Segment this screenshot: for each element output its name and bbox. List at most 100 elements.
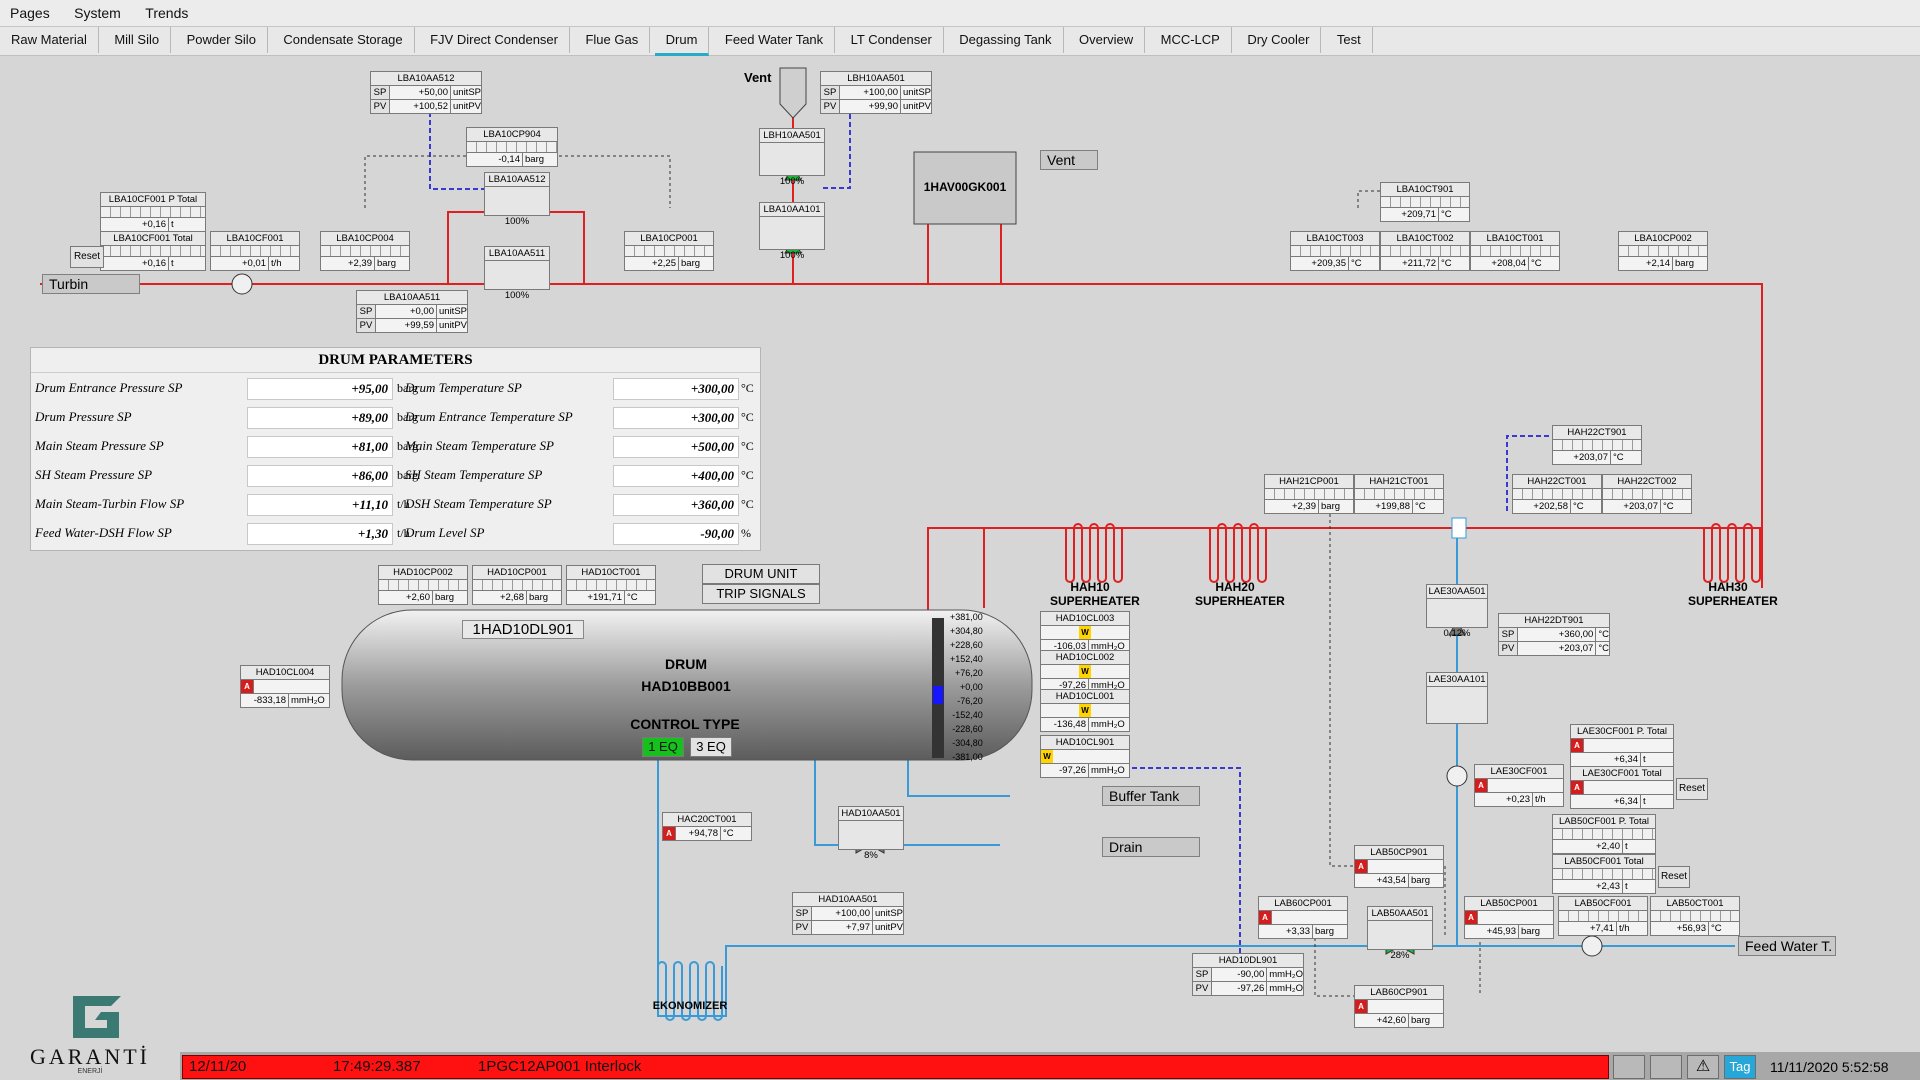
reset-button-lab50cf001[interactable]: Reset: [1658, 866, 1690, 888]
tab-flue-gas[interactable]: Flue Gas: [574, 27, 651, 53]
drum-unit-button[interactable]: DRUM UNIT: [702, 564, 820, 584]
tab-mcc-lcp[interactable]: MCC-LCP: [1150, 27, 1232, 53]
tag-lba10ct003[interactable]: LBA10CT003+209,35°C: [1290, 231, 1380, 271]
reset-button-lae30cf001[interactable]: Reset: [1676, 778, 1708, 800]
param-value[interactable]: +11,10: [247, 494, 393, 516]
tab-feed-water-tank[interactable]: Feed Water Tank: [714, 27, 836, 53]
feed-water-outlet[interactable]: Feed Water T.: [1738, 936, 1836, 956]
tag-hah22ct001[interactable]: HAH22CT001+202,58°C: [1512, 474, 1602, 514]
tab-mill-silo[interactable]: Mill Silo: [103, 27, 172, 53]
tab-degassing-tank[interactable]: Degassing Tank: [948, 27, 1064, 53]
param-value-2[interactable]: +500,00: [613, 436, 739, 458]
param-value-2[interactable]: +300,00: [613, 407, 739, 429]
tag-lba10ct901[interactable]: LBA10CT901+209,71°C: [1380, 182, 1470, 222]
menu-pages[interactable]: Pages: [10, 5, 50, 21]
param-unit: barg: [397, 410, 419, 424]
param-value[interactable]: +95,00: [247, 378, 393, 400]
tab-powder-silo[interactable]: Powder Silo: [176, 27, 268, 53]
tag-hah22ct901[interactable]: HAH22CT901+203,07°C: [1552, 425, 1642, 465]
tab-condensate-storage[interactable]: Condensate Storage: [272, 27, 415, 53]
alarm-banner[interactable]: 12/11/20 17:49:29.387 1PGC12AP001 Interl…: [182, 1055, 1609, 1079]
param-value[interactable]: +89,00: [247, 407, 393, 429]
menu-system[interactable]: System: [74, 5, 121, 21]
tag-had10ct001[interactable]: HAD10CT001+191,71°C: [566, 565, 656, 605]
drain-outlet[interactable]: Drain: [1102, 837, 1200, 857]
param-value-2[interactable]: -90,00: [613, 523, 739, 545]
tag-lab50ct001[interactable]: LAB50CT001+56,93°C: [1650, 896, 1740, 936]
tag-lba10ct001[interactable]: LBA10CT001+208,04°C: [1470, 231, 1560, 271]
param-value-2[interactable]: +300,00: [613, 378, 739, 400]
users-icon[interactable]: [1613, 1055, 1645, 1079]
control-3eq-button[interactable]: 3 EQ: [690, 737, 732, 757]
param-value[interactable]: +81,00: [247, 436, 393, 458]
menu-trends[interactable]: Trends: [145, 5, 189, 21]
tag-unit: t/h: [1619, 923, 1630, 934]
param-value[interactable]: +1,30: [247, 523, 393, 545]
tab-drum[interactable]: Drum: [654, 27, 710, 56]
tab-dry-cooler[interactable]: Dry Cooler: [1236, 27, 1322, 53]
tab-fjv-direct-condenser[interactable]: FJV Direct Condenser: [419, 27, 570, 53]
tag-hah22ct002[interactable]: HAH22CT002+203,07°C: [1602, 474, 1692, 514]
tag-hah21ct001[interactable]: HAH21CT001+199,88°C: [1354, 474, 1444, 514]
tab-raw-material[interactable]: Raw Material: [0, 27, 99, 53]
warning-icon[interactable]: ⚠: [1687, 1055, 1719, 1079]
tab-test[interactable]: Test: [1326, 27, 1373, 53]
reset-button-lba10cf001[interactable]: Reset: [70, 246, 104, 268]
control-1eq-button[interactable]: 1 EQ: [642, 737, 684, 757]
tab-overview[interactable]: Overview: [1068, 27, 1146, 53]
turbin-outlet[interactable]: Turbin: [42, 274, 140, 294]
tab-lt-condenser[interactable]: LT Condenser: [840, 27, 944, 53]
trip-signals-button[interactable]: TRIP SIGNALS: [702, 584, 820, 604]
param-value-2[interactable]: +360,00: [613, 494, 739, 516]
settings-icon[interactable]: [1650, 1055, 1682, 1079]
tag-lba10ct002[interactable]: LBA10CT002+211,72°C: [1380, 231, 1470, 271]
param-value-2[interactable]: +400,00: [613, 465, 739, 487]
vent-outlet[interactable]: Vent: [1040, 150, 1098, 170]
param-value[interactable]: +86,00: [247, 465, 393, 487]
tag-button[interactable]: Tag: [1724, 1055, 1756, 1079]
param-unit: barg: [397, 381, 419, 395]
buffer-tank-outlet[interactable]: Buffer Tank: [1102, 786, 1200, 806]
valve-lae101[interactable]: LAE30AA101: [1426, 672, 1488, 724]
